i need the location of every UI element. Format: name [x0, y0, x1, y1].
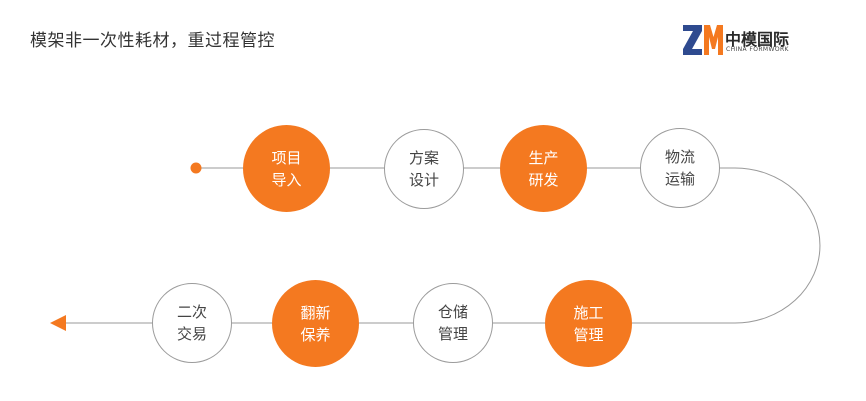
node-label-line2: 交易 — [176, 325, 207, 343]
flow-node-logistics: 物流 运输 — [640, 128, 720, 208]
logo-chinese-name: 中模国际 — [725, 30, 790, 49]
flow-end-arrow-icon — [50, 315, 66, 331]
zm-logo-mark-icon — [683, 25, 723, 55]
node-label-line2: 研发 — [528, 170, 559, 189]
node-label-line2: 管理 — [573, 325, 604, 344]
node-label-line2: 导入 — [271, 170, 302, 189]
node-label-line1: 生产 — [528, 148, 559, 167]
node-label-line1: 二次 — [176, 303, 207, 321]
node-label-line2: 运输 — [664, 170, 695, 188]
node-label-line2: 设计 — [408, 171, 439, 189]
node-label-line1: 翻新 — [300, 303, 331, 322]
flow-start-dot — [190, 162, 202, 174]
node-label-line1: 方案 — [408, 149, 439, 167]
node-label-line1: 施工 — [573, 303, 604, 322]
flow-node-solution-design: 方案 设计 — [384, 129, 464, 209]
company-logo: 中模国际 CHINA FORMWORK — [683, 25, 833, 59]
connector-curve-right — [650, 167, 821, 324]
flow-node-construction-management: 施工 管理 — [545, 280, 632, 367]
node-label-line1: 项目 — [271, 148, 302, 167]
flow-node-production-rnd: 生产 研发 — [500, 125, 587, 212]
flow-node-project-intake: 项目 导入 — [243, 125, 330, 212]
logo-english-name: CHINA FORMWORK — [726, 46, 789, 53]
page-title: 模架非一次性耗材，重过程管控 — [30, 31, 275, 51]
flow-node-refurbish-maintain: 翻新 保养 — [272, 280, 359, 367]
node-label-line2: 保养 — [300, 325, 331, 344]
flow-node-secondary-trade: 二次 交易 — [152, 283, 232, 363]
node-label-line1: 仓储 — [437, 303, 468, 321]
flow-node-storage-management: 仓储 管理 — [413, 283, 493, 363]
node-label-line2: 管理 — [437, 325, 468, 343]
node-label-line1: 物流 — [664, 148, 695, 166]
